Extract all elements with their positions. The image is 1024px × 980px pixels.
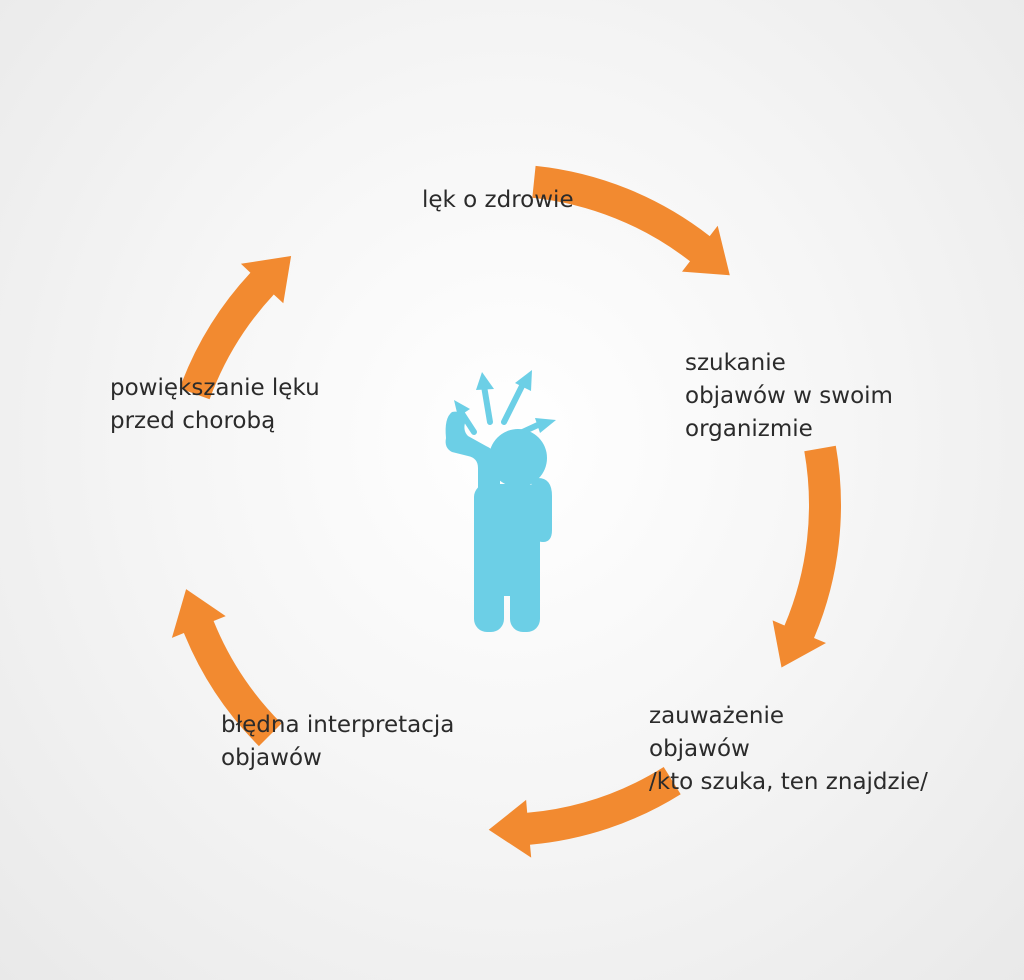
cycle-arrows [171,165,841,858]
node-searching-symptoms: szukanie objawów w swoim organizmie [685,347,893,446]
node-line: zauważenie [649,703,784,729]
node-line: objawów w swoim [685,383,893,409]
node-health-anxiety: lęk o zdrowie [422,184,574,217]
node-noticing-symptoms: zauważenie objawów /kto szuka, ten znajd… [649,700,928,799]
node-line: powiększanie lęku [110,375,320,401]
node-line: szukanie [685,350,786,376]
node-line: błędna interpretacja [221,712,455,738]
node-increasing-fear: powiększanie lęku przed chorobą [110,372,320,438]
node-misinterpretation: błędna interpretacja objawów [221,709,454,775]
node-line: lęk o zdrowie [422,187,574,213]
curved-arrow-icon [488,767,681,858]
node-line: organizmie [685,416,813,442]
curved-arrow-icon [171,589,282,747]
node-line: przed chorobą [110,408,276,434]
confused-person-icon [445,370,556,632]
node-line: objawów [649,736,750,762]
curved-arrow-icon [179,256,292,400]
curved-arrow-icon [772,445,841,668]
curved-arrow-icon [532,165,730,276]
node-line: objawów [221,745,322,771]
node-line: /kto szuka, ten znajdzie/ [649,769,928,795]
